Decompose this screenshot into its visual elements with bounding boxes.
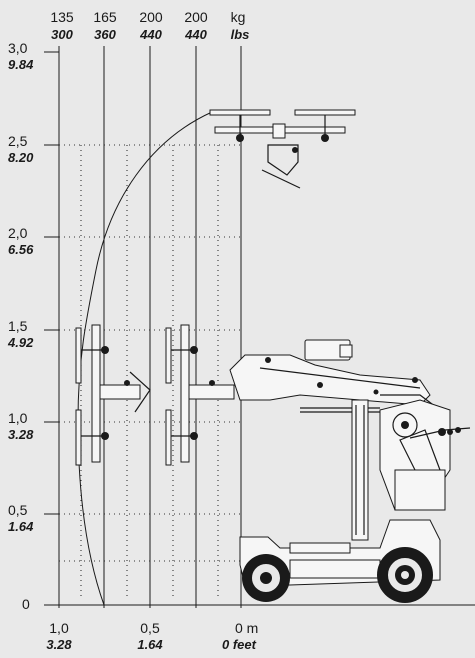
reach-label-m: 0 m — [235, 620, 258, 636]
capacity-header: 135 165 200 200 kg 300 360 440 440 lbs — [50, 9, 249, 42]
height-label-m: 2,0 — [8, 225, 28, 241]
suction-frame-top — [209, 109, 356, 189]
height-label-m: 3,0 — [8, 40, 28, 56]
height-label-ft: 1.64 — [8, 519, 34, 534]
control-handle — [409, 427, 471, 439]
reach-label-ft: 1.64 — [137, 637, 163, 652]
suction-frame-near — [165, 324, 235, 466]
working-envelope-curve — [77, 111, 213, 606]
height-axis-labels: 3,0 9.84 2,5 8.20 2,0 6.56 1,5 4.92 1,0 … — [7, 40, 34, 612]
capacity-unit-lbs: lbs — [231, 27, 250, 42]
boom-arm — [229, 339, 441, 413]
capacity-lbs-3: 440 — [139, 27, 162, 42]
height-label-m: 0,5 — [8, 502, 28, 518]
height-label-ft: 3.28 — [8, 427, 34, 442]
reach-label-m: 1,0 — [49, 620, 69, 636]
capacity-lbs-1: 300 — [51, 27, 73, 42]
height-label-ft: 8.20 — [8, 150, 34, 165]
height-label-ft: 4.92 — [7, 335, 34, 350]
capacity-unit-kg: kg — [231, 9, 246, 25]
capacity-kg-3: 200 — [139, 9, 163, 25]
capacity-kg-4: 200 — [184, 9, 208, 25]
height-label-ft: 9.84 — [8, 57, 34, 72]
reach-axis-labels: 1,0 3.28 0,5 1.64 0 m 0 feet — [46, 620, 258, 652]
rear-wheel — [377, 547, 433, 603]
height-label-ft: 6.56 — [8, 242, 34, 257]
capacity-lbs-4: 440 — [184, 27, 207, 42]
height-gridlines — [44, 51, 475, 606]
reach-label-m: 0,5 — [140, 620, 160, 636]
reach-lines — [58, 46, 242, 608]
front-wheel — [242, 554, 290, 602]
height-label-m: 0 — [22, 596, 30, 612]
capacity-lbs-2: 360 — [94, 27, 116, 42]
reach-label-ft: 0 feet — [222, 637, 257, 652]
height-label-m: 1,0 — [8, 410, 28, 426]
capacity-kg-1: 135 — [50, 9, 74, 25]
capacity-kg-2: 165 — [93, 9, 117, 25]
height-label-m: 1,5 — [8, 318, 28, 334]
suction-frame-far — [75, 324, 151, 466]
height-label-m: 2,5 — [8, 133, 28, 149]
reach-label-ft: 3.28 — [46, 637, 72, 652]
